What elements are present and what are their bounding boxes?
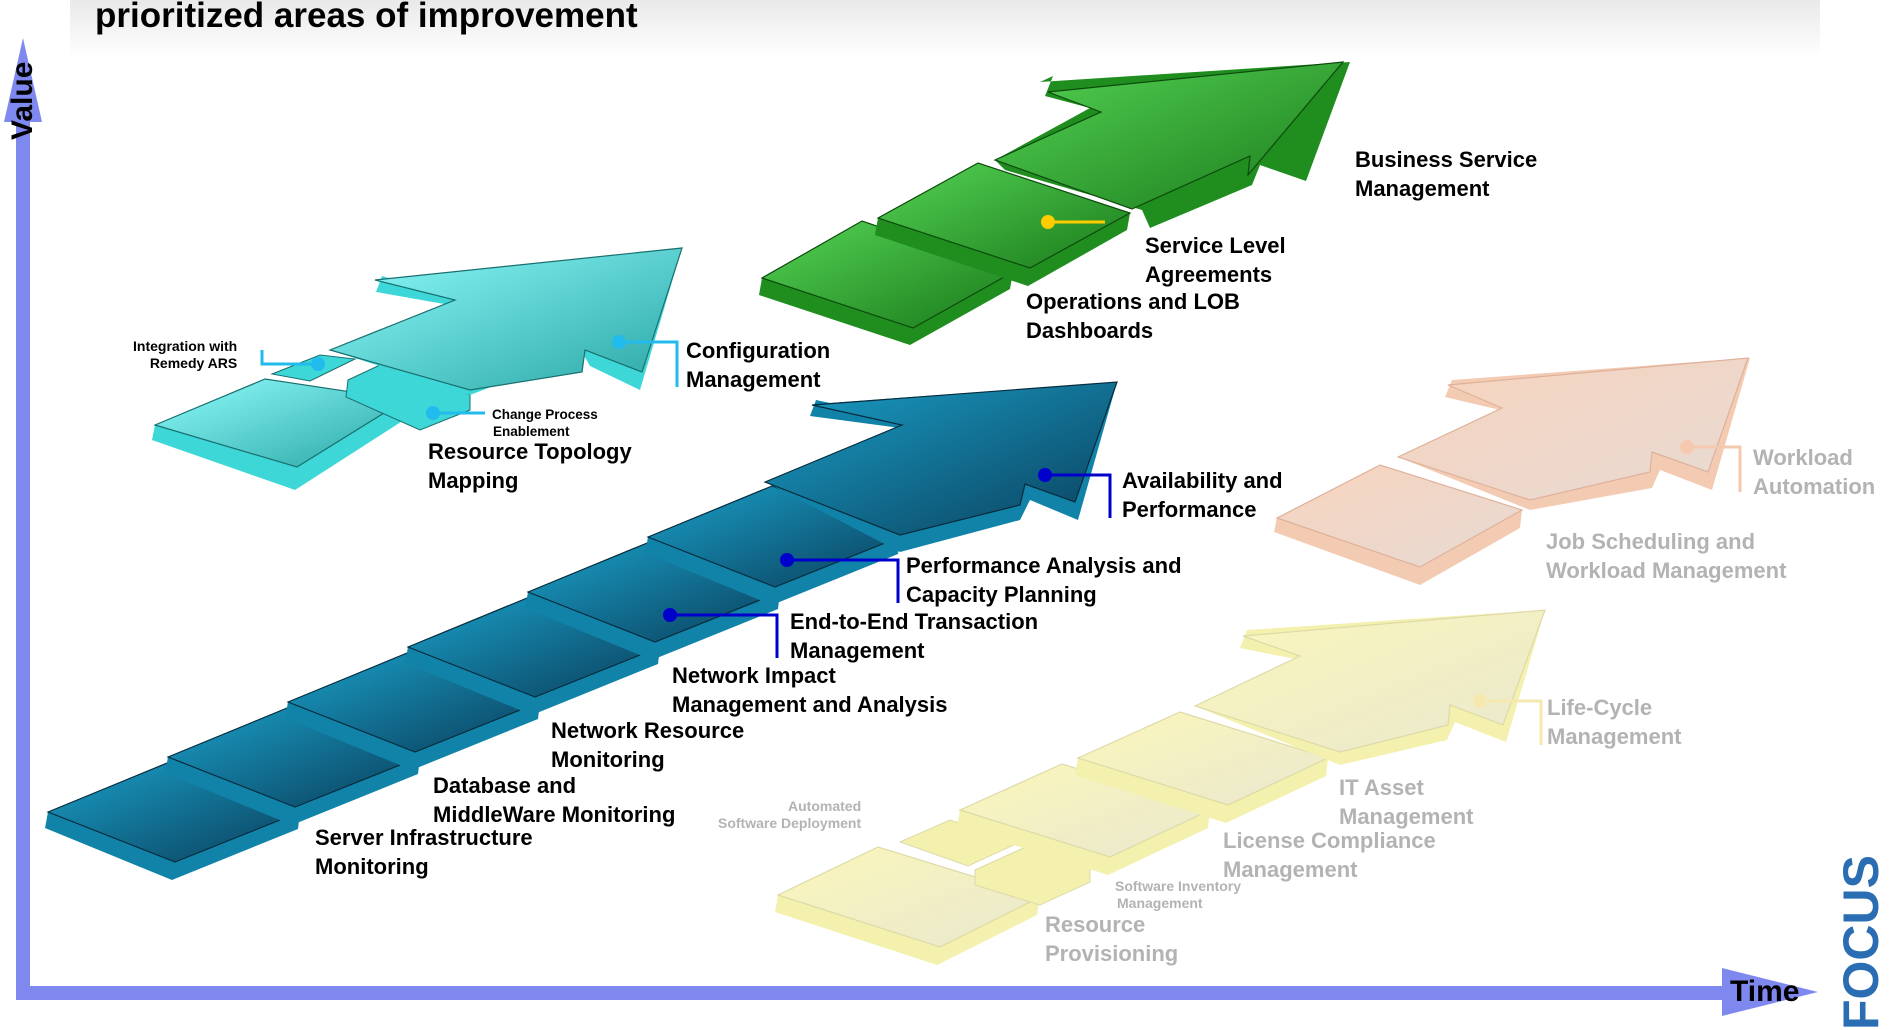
y-axis-label: Value: [6, 61, 39, 140]
connector-workload: [1680, 440, 1742, 492]
blue-arrow-head: [763, 381, 1118, 552]
connectors: [260, 215, 1742, 745]
yellow-track: [775, 609, 1546, 965]
green-arrow-head: [993, 61, 1350, 228]
connector-configuration: [612, 335, 679, 387]
green-track: [759, 61, 1350, 345]
focus-logo: FOCUS: [1833, 855, 1889, 1030]
connector-performance-analysis: [780, 553, 900, 603]
cyan-arrow-head: [328, 247, 683, 395]
connector-change-process: [426, 406, 485, 420]
page-title: prioritized areas of improvement: [95, 0, 638, 35]
header-band: [70, 0, 1820, 58]
orange-arrow-head: [1396, 357, 1750, 510]
orange-step-1: [1274, 464, 1524, 585]
connector-lifecycle: [1473, 694, 1543, 745]
connector-end-to-end: [663, 608, 779, 658]
yellow-arrow-head: [1193, 609, 1546, 765]
x-axis-label: Time: [1730, 975, 1800, 1008]
time-axis: [16, 968, 1818, 1016]
connector-service-level: [1041, 215, 1105, 229]
green-step-2: [875, 162, 1132, 286]
value-axis: [4, 38, 42, 998]
connector-integration: [260, 350, 325, 371]
blue-track: [45, 381, 1118, 880]
connector-availability: [1038, 468, 1112, 518]
orange-track: [1274, 357, 1750, 585]
